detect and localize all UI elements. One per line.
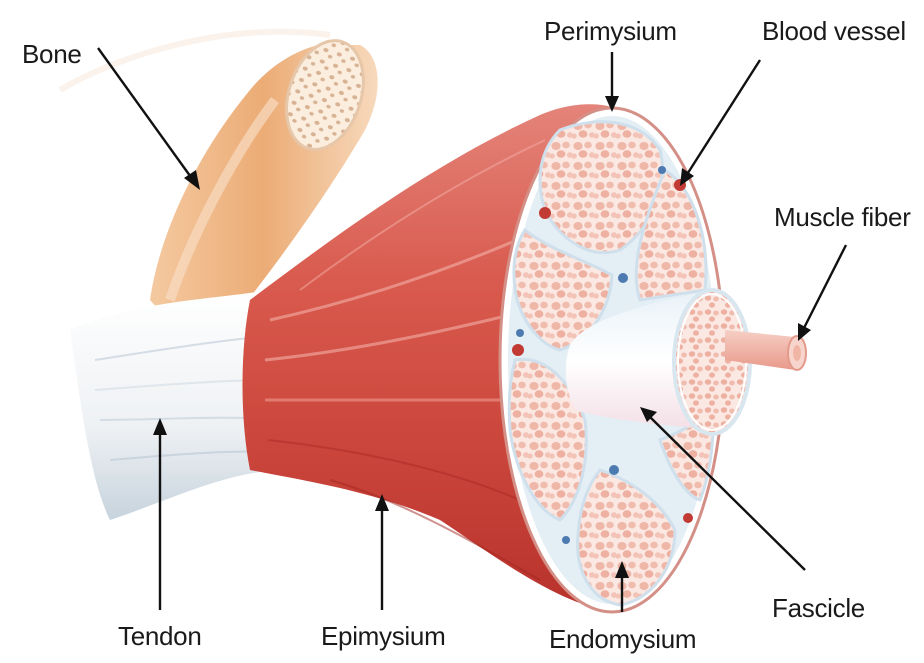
- muscle-fiber-leader: [803, 245, 846, 330]
- bone-leader: [98, 48, 193, 180]
- label-tendon: Tendon: [118, 621, 202, 651]
- label-fascicle: Fascicle: [772, 593, 865, 623]
- label-muscle-fiber: Muscle fiber: [774, 202, 911, 232]
- blood-vessel-leader: [686, 60, 760, 176]
- label-blood-vessel: Blood vessel: [762, 16, 906, 46]
- label-perimysium: Perimysium: [544, 16, 677, 46]
- label-bone: Bone: [22, 39, 82, 69]
- label-epimysium: Epimysium: [321, 621, 445, 651]
- label-endomysium: Endomysium: [549, 624, 696, 654]
